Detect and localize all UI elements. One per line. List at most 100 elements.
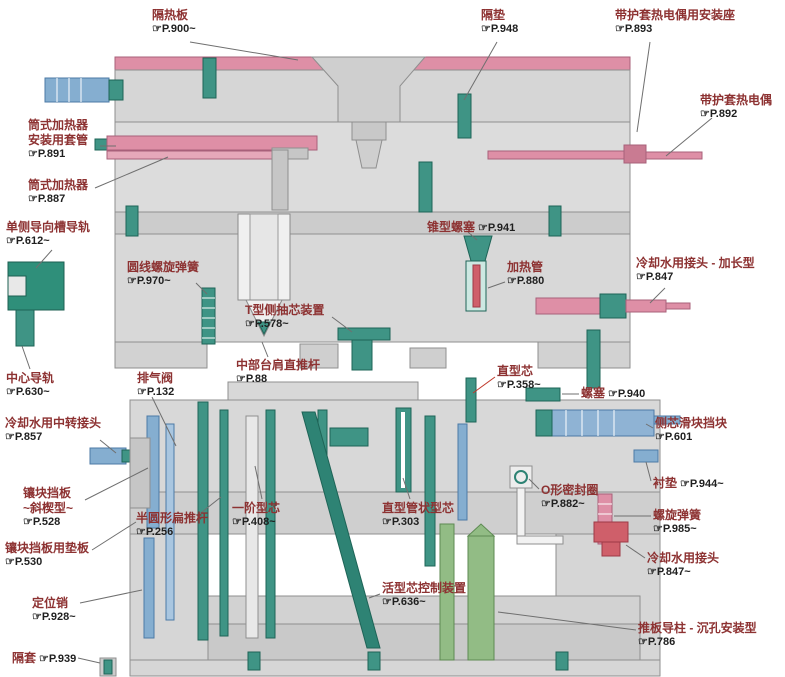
moving-half-plates <box>129 381 661 677</box>
page-ref: ☞P.88 <box>236 373 268 385</box>
label-cooling-water-joint: 冷却水用接头 ☞P.847~ <box>647 551 719 580</box>
left-connector-block <box>44 77 124 103</box>
page-ref: ☞P.132 <box>137 386 175 398</box>
page-ref: ☞P.940 <box>608 388 646 400</box>
page-ref: ☞P.612~ <box>6 235 50 247</box>
label-insert-stop-plate-backing: 镶块挡板用垫板 ☞P.530 <box>5 541 89 570</box>
label-screw-plug: 螺塞 ☞P.940 <box>581 386 645 402</box>
part-name: 活型芯控制装置 <box>382 581 467 595</box>
label-dowel-pin: 定位销 ☞P.928~ <box>32 596 76 625</box>
page-ref: ☞P.944~ <box>680 478 724 490</box>
label-center-guide-rail: 中心导轨 ☞P.630~ <box>6 371 54 400</box>
t-side-core-part <box>337 327 391 371</box>
page-ref: ☞P.636~ <box>382 596 426 608</box>
top-screws <box>125 57 562 237</box>
label-t-side-core-unit: T型侧抽芯装置 ☞P.578~ <box>245 303 324 332</box>
thermocouple-assembly <box>487 144 703 164</box>
label-taper-screw-plug: 锥型螺塞 ☞P.941 <box>427 220 515 236</box>
page-ref: ☞P.847 <box>636 271 674 283</box>
page-ref: ☞P.892 <box>700 108 738 120</box>
part-name: 隔套 <box>12 651 37 665</box>
page-ref: ☞P.256 <box>136 526 174 538</box>
part-name: 排气阀 <box>137 371 174 385</box>
part-name: O形密封圈 <box>541 483 599 497</box>
part-name: 侧芯滑块挡块 <box>655 416 728 430</box>
part-name: 镶块挡板 ~斜楔型~ <box>23 486 74 515</box>
elbow-tube <box>271 147 309 211</box>
label-insert-stop-plate-wedge: 镶块挡板 ~斜楔型~ ☞P.528 <box>23 486 73 530</box>
label-o-ring-seal: O形密封圈 ☞P.882~ <box>541 483 598 512</box>
label-straight-tubular-core: 直型管状型芯 ☞P.303 <box>382 501 454 530</box>
page-ref: ☞P.893 <box>615 23 653 35</box>
page-ref: ☞P.928~ <box>32 611 76 623</box>
page-ref: ☞P.847~ <box>647 566 691 578</box>
part-name: 半圆形扁推杆 <box>136 511 209 525</box>
label-half-round-ejector-pin: 半圆形扁推杆 ☞P.256 <box>136 511 208 540</box>
label-water-transfer-joint: 冷却水用中转接头 ☞P.857 <box>5 416 101 445</box>
central-nozzle <box>237 213 291 338</box>
taper-plug-and-heating-pipe <box>463 235 493 312</box>
screw-plug-part <box>525 387 561 402</box>
label-cooling-joint-extended: 冷却水用接头 - 加长型 ☞P.847 <box>636 256 755 285</box>
label-ejector-guide-pillar: 推板导柱 - 沉孔安装型 ☞P.786 <box>638 621 757 650</box>
part-name: 锥型螺塞 <box>427 220 476 234</box>
label-coil-spring: 螺旋弹簧 ☞P.985~ <box>653 508 701 537</box>
sprue-bushing <box>310 56 427 169</box>
part-name: 带护套热电偶用安装座 <box>615 8 736 22</box>
page-ref: ☞P.786 <box>638 636 676 648</box>
part-name: T型侧抽芯装置 <box>245 303 325 317</box>
label-shoulder-ejector-pin: 中部台肩直推杆 ☞P.88 <box>236 358 320 387</box>
page-ref: ☞P.857 <box>5 431 43 443</box>
page-ref: ☞P.970~ <box>127 275 171 287</box>
page-ref: ☞P.358~ <box>497 379 541 391</box>
bottom-fasteners <box>99 651 569 677</box>
part-name: 加热管 <box>507 260 544 274</box>
part-name: 冷却水用接头 <box>647 551 720 565</box>
ejector-guide-pillars <box>439 523 496 661</box>
label-thermocouple-mount: 带护套热电偶用安装座 ☞P.893 <box>615 8 735 37</box>
round-wire-coil-spring-part <box>201 287 216 345</box>
part-name: 推板导柱 - 沉孔安装型 <box>638 621 757 635</box>
part-name: 衬垫 <box>653 476 678 490</box>
label-heating-pipe: 加热管 ☞P.880 <box>507 260 544 289</box>
part-name: 定位销 <box>32 596 69 610</box>
label-spacer-sleeve: 隔套 ☞P.939 <box>12 651 76 667</box>
part-name: 隔热板 <box>152 8 189 22</box>
leader-lines <box>21 41 713 664</box>
page-ref: ☞P.530 <box>5 556 43 568</box>
dowel-pin-part <box>143 537 155 639</box>
label-loose-core-control-unit: 活型芯控制装置 ☞P.636~ <box>382 581 466 610</box>
page-ref: ☞P.941 <box>478 222 516 234</box>
right-screw <box>586 329 601 389</box>
page-ref: ☞P.578~ <box>245 318 289 330</box>
part-name: 冷却水用中转接头 <box>5 416 102 430</box>
page-ref: ☞P.887 <box>28 193 66 205</box>
part-name: 带护套热电偶 <box>700 93 773 107</box>
part-name: 中心导轨 <box>6 371 55 385</box>
page-ref: ☞P.303 <box>382 516 420 528</box>
part-name: 直型芯 <box>497 364 534 378</box>
extended-cooling-joint-part <box>535 293 691 319</box>
page-ref: ☞P.939 <box>39 653 77 665</box>
label-air-vent-valve: 排气阀 ☞P.132 <box>137 371 174 400</box>
label-side-core-slide-stop: 侧芯滑块挡块 ☞P.601 <box>655 416 727 445</box>
part-name: 镶块挡板用垫板 <box>5 541 90 555</box>
left-guide-rails <box>7 261 65 347</box>
page-ref: ☞P.601 <box>655 431 693 443</box>
part-name: 圆线螺旋弹簧 <box>127 260 200 274</box>
label-round-wire-spring: 圆线螺旋弹簧 ☞P.970~ <box>127 260 199 289</box>
page-ref: ☞P.948 <box>481 23 519 35</box>
part-name: 螺塞 <box>581 386 606 400</box>
part-name: 冷却水用接头 - 加长型 <box>636 256 755 270</box>
side-core-slide-stop-part <box>535 409 681 463</box>
page-ref: ☞P.900~ <box>152 23 196 35</box>
page-ref: ☞P.408~ <box>232 516 276 528</box>
part-name: 直型管状型芯 <box>382 501 455 515</box>
label-thermocouple: 带护套热电偶 ☞P.892 <box>700 93 772 122</box>
page-ref: ☞P.880 <box>507 275 545 287</box>
part-name: 一阶型芯 <box>232 501 281 515</box>
page-ref: ☞P.528 <box>23 516 61 528</box>
label-liner-pad: 衬垫 ☞P.944~ <box>653 476 724 492</box>
